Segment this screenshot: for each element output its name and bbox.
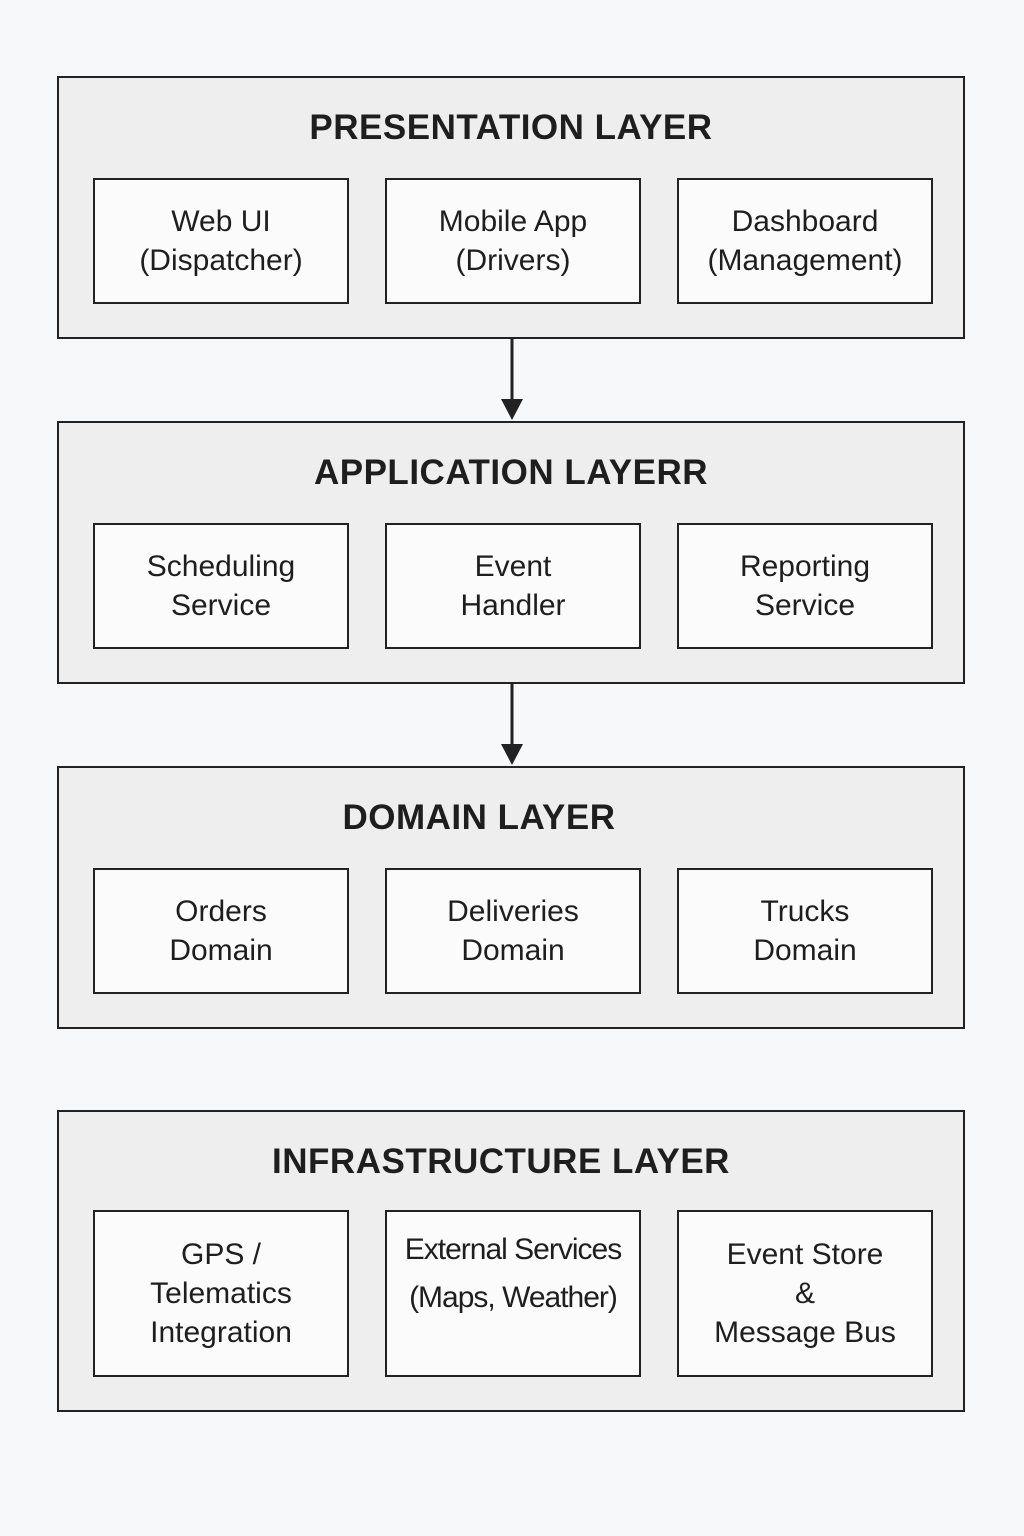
arrow-down-icon xyxy=(500,339,524,421)
box-label-line: & xyxy=(794,1277,815,1310)
box-label-line: Telematics xyxy=(150,1277,292,1310)
box-label-line: Domain xyxy=(753,934,857,967)
trucks-domain-box: Trucks Domain xyxy=(677,868,933,994)
box-label-line: Integration xyxy=(150,1316,292,1349)
layer-title: APPLICATION LAYERR xyxy=(313,453,709,492)
box-label-line: Service xyxy=(754,589,856,622)
arrow-down-icon xyxy=(500,684,524,766)
layer-title: DOMAIN LAYER xyxy=(342,798,616,837)
box-label-line: Web UI xyxy=(171,205,271,238)
box-label-line: Message Bus xyxy=(714,1316,896,1349)
box-label-line: Deliveries xyxy=(447,895,579,928)
domain-layer: DOMAIN LAYER Orders Domain Deliveries Do… xyxy=(57,766,965,1029)
event-store-box: Event Store & Message Bus xyxy=(677,1210,933,1377)
box-label-line: External Services xyxy=(404,1233,622,1266)
web-ui-box: Web UI (Dispatcher) xyxy=(93,178,349,304)
deliveries-domain-box: Deliveries Domain xyxy=(385,868,641,994)
box-label-line: Service xyxy=(170,589,272,622)
gps-telematics-box: GPS / Telematics Integration xyxy=(93,1210,349,1377)
box-label-line: (Management) xyxy=(707,244,903,277)
box-label-line: Dashboard xyxy=(731,205,879,238)
presentation-layer: PRESENTATION LAYER Web UI (Dispatcher) M… xyxy=(57,76,965,339)
application-layer: APPLICATION LAYERR Scheduling Service Ev… xyxy=(57,421,965,684)
box-label-line: Domain xyxy=(461,934,565,967)
box-label-line: Mobile App xyxy=(438,205,588,238)
box-label-line: Trucks xyxy=(760,895,850,928)
box-label-line: Reporting xyxy=(739,550,871,583)
layer-title: INFRASTRUCTURE LAYER xyxy=(272,1142,730,1181)
event-handler-box: Event Handler xyxy=(385,523,641,649)
reporting-service-box: Reporting Service xyxy=(677,523,933,649)
orders-domain-box: Orders Domain xyxy=(93,868,349,994)
box-label-line: Orders xyxy=(175,895,267,928)
box-label-line: GPS / xyxy=(180,1238,262,1271)
external-services-box: External Services (Maps, Weather) xyxy=(385,1210,641,1377)
box-label-line: (Maps, Weather) xyxy=(409,1281,618,1314)
layer-title: PRESENTATION LAYER xyxy=(309,108,713,147)
mobile-app-box: Mobile App (Drivers) xyxy=(385,178,641,304)
box-label-line: Domain xyxy=(169,934,273,967)
infrastructure-layer: INFRASTRUCTURE LAYER GPS / Telematics In… xyxy=(57,1110,965,1412)
dashboard-box: Dashboard (Management) xyxy=(677,178,933,304)
box-label-line: Event Store xyxy=(726,1238,884,1271)
box-label-line: (Dispatcher) xyxy=(139,244,303,277)
box-label-line: Handler xyxy=(460,589,566,622)
scheduling-service-box: Scheduling Service xyxy=(93,523,349,649)
box-label-line: Event xyxy=(474,550,552,583)
box-label-line: Scheduling xyxy=(146,550,296,583)
box-label-line: (Drivers) xyxy=(455,244,571,277)
